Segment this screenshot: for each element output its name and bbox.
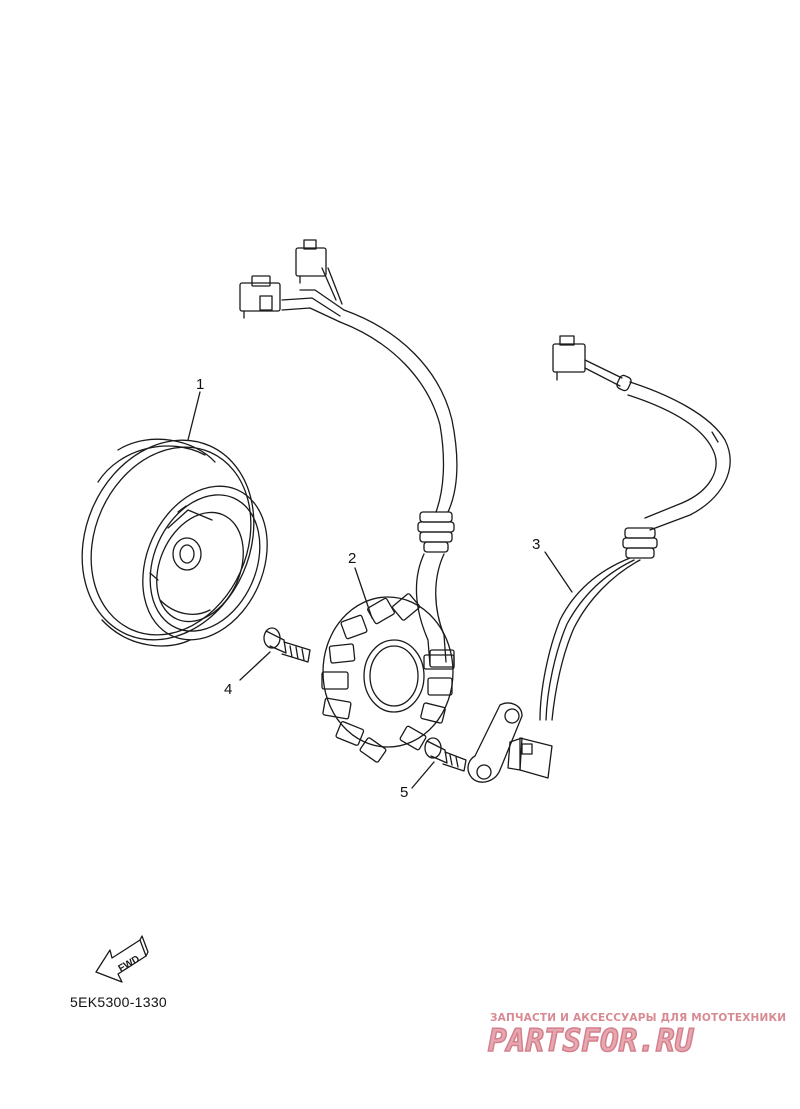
leader-line-5: [411, 761, 435, 789]
leader-line-1: [187, 391, 201, 441]
leader-line-2: [354, 567, 373, 619]
stator-assembly: [239, 239, 458, 763]
callout-4: 4: [224, 681, 233, 698]
callout-1: 1: [196, 376, 205, 393]
fwd-arrow-icon: FWD: [95, 935, 149, 983]
watermark-tagline: ЗАПЧАСТИ И АКСЕССУАРЫ ДЛЯ МОТОТЕХНИКИ: [490, 1012, 787, 1024]
callout-2: 2: [348, 550, 357, 567]
callout-3: 3: [532, 536, 541, 553]
callout-5: 5: [400, 784, 409, 801]
watermark-logo: PARTSFOR.RU: [487, 1023, 694, 1059]
leader-line-3: [544, 551, 573, 593]
bolt-4: [263, 627, 311, 663]
fwd-label: FWD: [117, 954, 142, 975]
rotor-flywheel: [81, 438, 268, 647]
bolt-5: [424, 737, 467, 772]
diagram-part-code: 5EK5300-1330: [70, 994, 168, 1010]
leader-line-4: [239, 651, 271, 681]
pickup-coil-assembly: [467, 335, 731, 783]
